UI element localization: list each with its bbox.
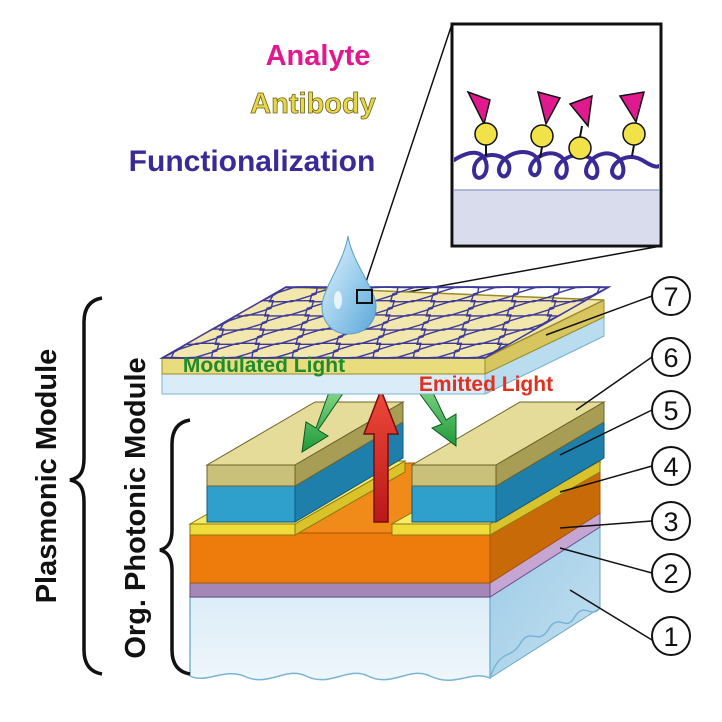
callout-1: 1 bbox=[651, 616, 691, 656]
hexagon-cell bbox=[506, 300, 557, 317]
callout-5: 5 bbox=[651, 390, 691, 430]
hexagon-cell bbox=[582, 286, 610, 303]
hexagon-cell bbox=[375, 328, 427, 345]
hexagon-cell bbox=[232, 300, 275, 317]
hexagon-cell bbox=[384, 286, 430, 289]
hexagon-cell bbox=[291, 342, 342, 359]
active-layer-right-front bbox=[411, 485, 497, 523]
substrate-front bbox=[189, 596, 491, 681]
hexagon-cell bbox=[210, 342, 261, 359]
hexagon-cell bbox=[214, 328, 265, 345]
hexagon-cell bbox=[452, 342, 503, 359]
antibody-analyte-group bbox=[466, 90, 646, 160]
label-emitted-light: Emitted Light bbox=[419, 373, 553, 396]
inset-magnification bbox=[450, 22, 663, 248]
layer-callouts: 7 6 5 4 3 2 1 bbox=[545, 276, 691, 656]
hexagon-cell bbox=[372, 342, 422, 359]
antibody-circle bbox=[622, 122, 646, 146]
label-antibody: Antibody bbox=[250, 88, 376, 120]
hexagon-cell bbox=[218, 314, 270, 331]
hexagon-cell bbox=[607, 286, 610, 289]
hexagon-cell bbox=[461, 314, 512, 331]
electrode-left-front bbox=[189, 523, 296, 536]
hexagon-cell bbox=[420, 314, 472, 331]
electrode-right-front bbox=[391, 523, 491, 536]
plasmonic-module-brace bbox=[69, 296, 103, 676]
callout-1-number: 1 bbox=[663, 622, 678, 652]
callout-2: 2 bbox=[651, 553, 691, 593]
functionalization-coil bbox=[454, 150, 659, 180]
hexagon-cell bbox=[456, 328, 508, 345]
antibody-circle bbox=[568, 136, 592, 160]
analyte-triangle bbox=[618, 91, 646, 124]
hexagon-cell bbox=[412, 342, 463, 359]
hexagon-cell bbox=[425, 286, 470, 289]
hexagon-cell bbox=[384, 300, 436, 317]
hexagon-cell bbox=[546, 286, 591, 289]
zoom-line-bottom bbox=[373, 245, 662, 299]
hexagon-cell bbox=[533, 314, 561, 331]
label-functionalization: Functionalization bbox=[129, 145, 376, 178]
callout-6-number: 6 bbox=[663, 343, 678, 373]
hexagon-cell bbox=[331, 342, 382, 359]
antibody-circle bbox=[530, 124, 554, 148]
hexagon-cell bbox=[263, 300, 315, 317]
label-org-photonic-module: Org. Photonic Module bbox=[120, 357, 152, 658]
callout-7-number: 7 bbox=[663, 282, 678, 312]
modulated-light-arrow-left bbox=[301, 383, 345, 453]
callout-4: 4 bbox=[651, 446, 691, 486]
callout-2-number: 2 bbox=[663, 559, 678, 589]
hexagon-cell bbox=[416, 328, 467, 345]
callout-5-number: 5 bbox=[663, 396, 678, 426]
water-drop-icon bbox=[321, 235, 377, 335]
hexagon-cell bbox=[465, 300, 517, 317]
callout-3-number: 3 bbox=[663, 507, 678, 537]
hexagon-cell bbox=[508, 328, 536, 345]
zoom-line-top bbox=[361, 23, 453, 295]
callout-3: 3 bbox=[651, 501, 691, 541]
active-layer-left-front bbox=[206, 485, 296, 523]
top-contact-right-side bbox=[495, 401, 605, 487]
label-modulated-light: Modulated Light bbox=[183, 354, 345, 377]
hexagon-cell bbox=[254, 328, 306, 345]
org-photonic-module-brace bbox=[159, 418, 191, 676]
hexagon-cell bbox=[586, 286, 612, 289]
interlayer-front bbox=[189, 582, 491, 598]
analyte-triangle bbox=[568, 94, 593, 128]
antibody-circle bbox=[474, 122, 498, 146]
organic-layer-front bbox=[189, 532, 491, 584]
callout-4-number: 4 bbox=[663, 452, 678, 482]
callout-7: 7 bbox=[651, 276, 691, 316]
device-stack bbox=[188, 377, 606, 681]
callout-6: 6 bbox=[651, 337, 691, 377]
hexagon-cell bbox=[501, 314, 553, 331]
hexagon-cell bbox=[380, 314, 432, 331]
hexagon-cell bbox=[558, 300, 586, 317]
magnification-box bbox=[356, 289, 373, 304]
hexagon-cell bbox=[282, 286, 309, 289]
inset-surface bbox=[454, 190, 659, 244]
hexagon-cell bbox=[425, 300, 477, 317]
hexagon-cell bbox=[183, 328, 225, 345]
analyte-triangle bbox=[466, 90, 491, 127]
top-contact-left-front bbox=[206, 464, 296, 487]
top-contact-right-front bbox=[411, 464, 497, 487]
hexagon-cell bbox=[484, 342, 512, 359]
label-plasmonic-module: Plasmonic Module bbox=[31, 349, 63, 604]
analyte-triangle bbox=[536, 90, 562, 127]
hexagon-cell bbox=[259, 314, 310, 331]
label-analyte: Analyte bbox=[266, 40, 371, 72]
hexagon-cell bbox=[250, 342, 301, 359]
hexagon-cell bbox=[335, 328, 387, 345]
hexagon-cell bbox=[505, 286, 551, 289]
emitted-light-arrow bbox=[362, 387, 400, 523]
hexagon-cell bbox=[170, 342, 220, 359]
hexagon-cell bbox=[465, 286, 511, 289]
